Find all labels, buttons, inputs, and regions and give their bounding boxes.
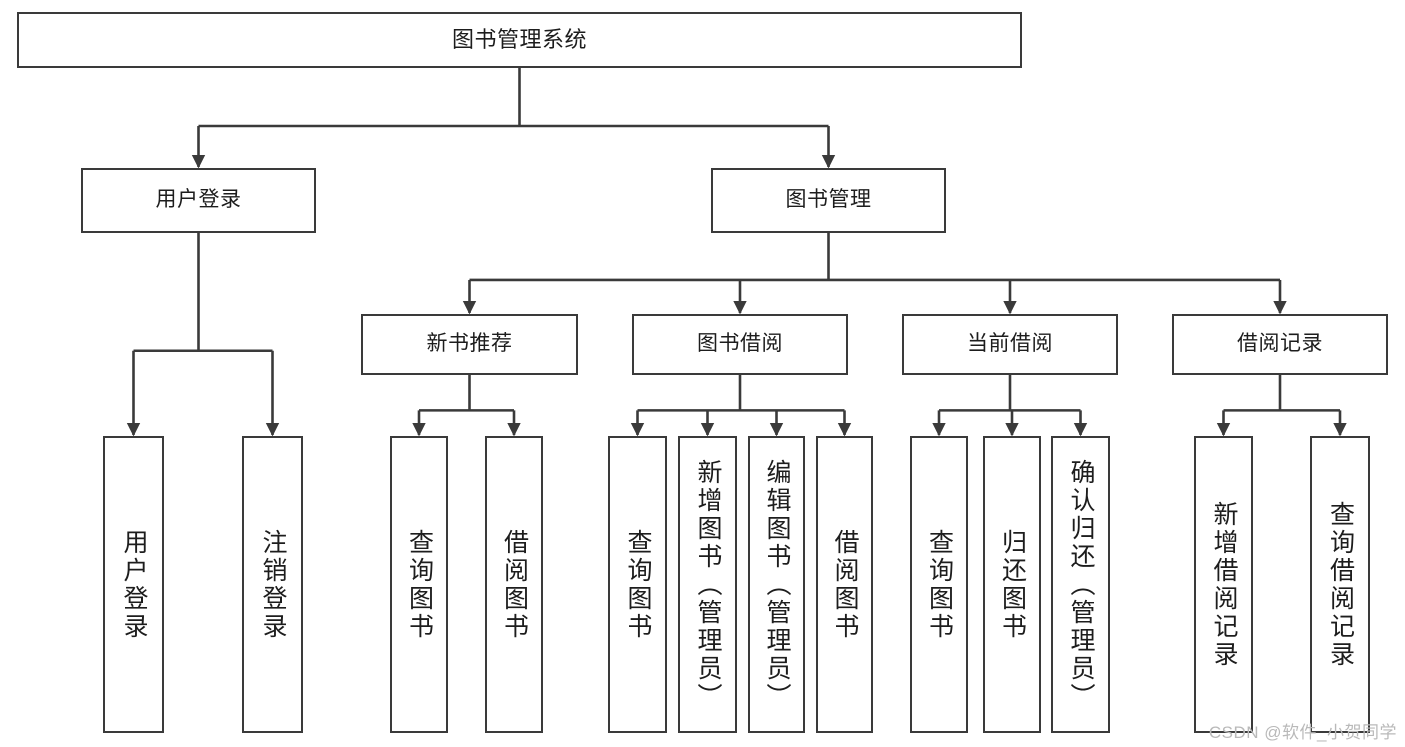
node-b_query[interactable]: 查询图书 [608, 436, 667, 733]
node-b_add[interactable]: 新增图书（管理员） [678, 436, 737, 733]
node-label: 新增借阅记录 [1210, 500, 1238, 669]
node-root[interactable]: 图书管理系统 [17, 12, 1022, 68]
node-newbook[interactable]: 新书推荐 [361, 314, 578, 375]
node-label: 查询图书 [925, 528, 954, 641]
node-l_login[interactable]: 用户登录 [103, 436, 164, 733]
node-label: 确认归还（管理员） [1067, 458, 1095, 711]
node-b_edit[interactable]: 编辑图书（管理员） [748, 436, 805, 733]
watermark-text: CSDN @软件_小贺同学 [1208, 723, 1397, 742]
node-l_logout[interactable]: 注销登录 [242, 436, 303, 733]
node-label: 当前借阅 [967, 332, 1053, 356]
node-n_query[interactable]: 查询图书 [390, 436, 448, 733]
node-borrow[interactable]: 图书借阅 [632, 314, 848, 375]
node-r_add[interactable]: 新增借阅记录 [1194, 436, 1253, 733]
node-label: 借阅记录 [1237, 332, 1323, 356]
node-label: 图书管理 [785, 188, 872, 212]
node-login[interactable]: 用户登录 [81, 168, 316, 233]
node-label: 新增图书（管理员） [694, 458, 722, 711]
node-label: 查询图书 [405, 528, 434, 641]
node-n_borrow[interactable]: 借阅图书 [485, 436, 543, 733]
node-label: 图书借阅 [697, 332, 783, 356]
node-label: 编辑图书（管理员） [763, 458, 791, 711]
node-label: 借阅图书 [831, 528, 859, 641]
node-b_borrow[interactable]: 借阅图书 [816, 436, 873, 733]
node-c_confirm[interactable]: 确认归还（管理员） [1051, 436, 1110, 733]
node-records[interactable]: 借阅记录 [1172, 314, 1388, 375]
node-c_query[interactable]: 查询图书 [910, 436, 968, 733]
node-label: 图书管理系统 [451, 27, 587, 53]
node-label: 归还图书 [998, 528, 1027, 641]
node-label: 用户登录 [155, 188, 242, 212]
node-r_query[interactable]: 查询借阅记录 [1310, 436, 1370, 733]
node-current[interactable]: 当前借阅 [902, 314, 1118, 375]
node-label: 查询图书 [624, 528, 652, 641]
node-label: 新书推荐 [426, 332, 513, 356]
node-label: 用户登录 [120, 528, 148, 641]
node-label: 注销登录 [259, 528, 287, 641]
node-label: 查询借阅记录 [1326, 500, 1355, 669]
node-c_return[interactable]: 归还图书 [983, 436, 1041, 733]
node-bookmgmt[interactable]: 图书管理 [711, 168, 946, 233]
node-label: 借阅图书 [500, 528, 529, 641]
